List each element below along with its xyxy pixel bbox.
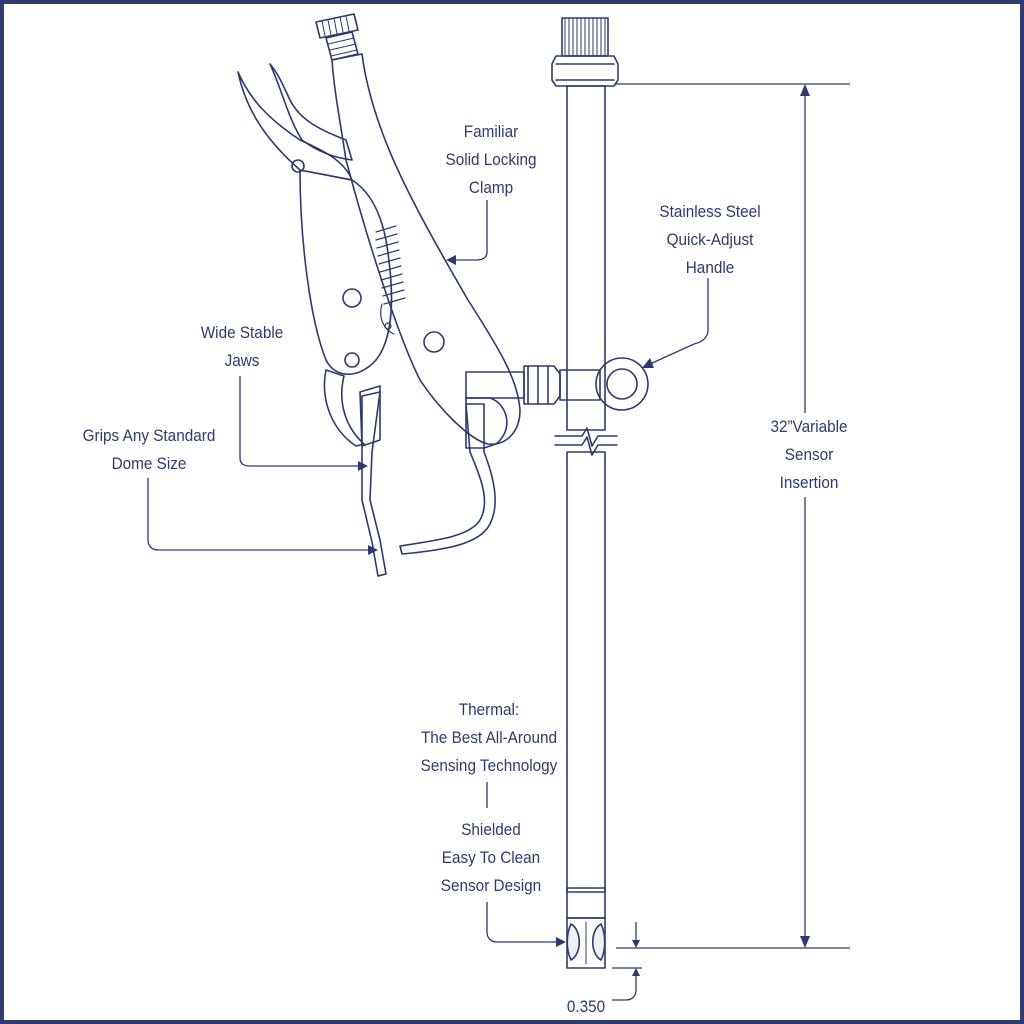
arrowheads: [358, 84, 810, 976]
sensor-probe: [551, 17, 619, 969]
label-line: Jaws: [224, 351, 260, 370]
label-line: Handle: [685, 258, 735, 277]
label-variable-sensor-insertion: 32”Variable Sensor Insertion: [746, 413, 872, 497]
arrow-handle: [642, 358, 654, 368]
label-line: 0.350: [566, 997, 606, 1016]
label-line: Solid Locking: [445, 150, 537, 169]
label-tip-dimension: 0.350: [559, 993, 613, 1020]
clamp-upper-handle: [331, 53, 521, 445]
leader-shielded: [486, 902, 560, 943]
arrow-clamp: [446, 255, 456, 265]
label-line: Clamp: [468, 178, 514, 197]
leader-lines: [147, 83, 850, 1001]
clamp-knob: [315, 13, 359, 39]
probe-tip-slot-right: [591, 923, 606, 961]
label-line: Easy To Clean: [441, 848, 541, 867]
label-grips-dome-size: Grips Any Standard Dome Size: [73, 422, 226, 478]
probe-tube-lower: [566, 451, 606, 893]
label-line: 32”Variable: [770, 417, 848, 436]
arrow-0350-top: [632, 940, 640, 948]
label-shielded-sensor-design: Shielded Easy To Clean Sensor Design: [419, 816, 563, 900]
arrow-dim-bottom: [800, 936, 810, 948]
label-thermal-technology: Thermal: The Best All-Around Sensing Tec…: [408, 696, 570, 780]
locking-clamp: [237, 13, 521, 577]
clamp-lower-body: [299, 169, 393, 375]
leader-grips: [147, 478, 372, 551]
leader-handle: [649, 278, 709, 365]
probe-tip: [566, 917, 606, 969]
label-line: The Best All-Around: [420, 728, 558, 747]
label-solid-locking-clamp: Familiar Solid Locking Clamp: [428, 118, 554, 202]
label-line: Thermal:: [458, 700, 520, 719]
probe-break-symbol: [554, 427, 618, 456]
label-line: Shielded: [461, 820, 521, 839]
arrow-grips: [368, 545, 378, 555]
label-line: Sensor Design: [440, 876, 542, 895]
label-line: Sensing Technology: [420, 756, 558, 775]
probe-thread-lines: [564, 17, 606, 57]
label-line: Insertion: [779, 473, 839, 492]
label-line: Grips Any Standard: [82, 426, 216, 445]
arrow-0350-bottom: [632, 968, 640, 976]
probe-hex-nut: [551, 55, 619, 87]
clamp-spring: [375, 225, 406, 335]
arrow-shielded: [556, 937, 566, 947]
quick-adjust-handle: [465, 357, 649, 411]
label-line: Sensor: [784, 445, 834, 464]
label-quick-adjust-handle: Stainless Steel Quick-Adjust Handle: [647, 198, 773, 282]
label-line: Familiar: [463, 122, 519, 141]
clamp-hook-foot: [399, 403, 496, 555]
clamp-lower-jaw: [361, 391, 387, 577]
leader-clamp: [452, 200, 488, 261]
arrow-jaws: [358, 461, 368, 471]
arrow-dim-top: [800, 84, 810, 96]
leader-jaws: [239, 376, 362, 467]
label-wide-stable-jaws: Wide Stable Jaws: [179, 319, 305, 375]
label-line: Wide Stable: [200, 323, 284, 342]
label-line: Dome Size: [111, 454, 187, 473]
clamp-pad: [465, 397, 508, 449]
label-line: Stainless Steel: [659, 202, 761, 221]
probe-tip-slot-left: [566, 923, 581, 961]
clamp-jaw-upper: [237, 71, 353, 181]
clamp-release-lever: [323, 369, 365, 447]
label-line: Quick-Adjust: [666, 230, 754, 249]
